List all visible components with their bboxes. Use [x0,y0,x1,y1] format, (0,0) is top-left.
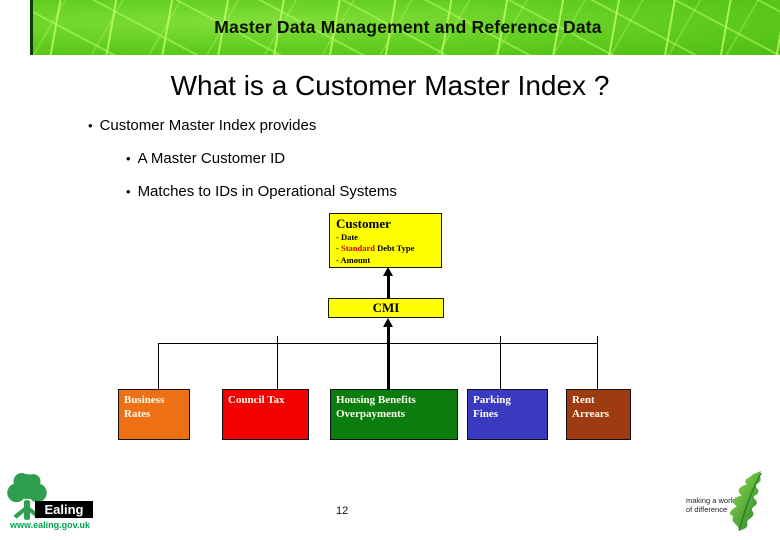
ealing-logo: Ealing www.ealing.gov.uk [6,472,121,536]
customer-box: Customer - Date - Standard Debt Type - A… [329,213,442,268]
bullet-icon: • [88,118,93,133]
bullet-level2: • A Master Customer ID [126,150,285,167]
system-box-parking-fines: Parking Fines [467,389,548,440]
bullet-text: Customer Master Index provides [99,117,317,134]
bullet-icon: • [126,184,131,199]
system-box-label: Housing Benefits Overpayments [336,394,416,421]
bullet-icon: • [126,151,131,166]
bullet-text: A Master Customer ID [137,150,286,167]
page-number: 12 [336,505,349,517]
system-box-council-tax: Council Tax [222,389,309,440]
customer-attr-debt-type: - Standard Debt Type [336,243,415,254]
bullet-level1: • Customer Master Index provides [88,117,316,134]
bullet-text: Matches to IDs in Operational Systems [137,183,397,200]
connector-systems-to-cmi [387,326,390,389]
header-title: Master Data Management and Reference Dat… [214,17,602,37]
highlighted-word: Standard [340,243,375,254]
connector-parking-fines [500,336,501,389]
system-box-label: Council Tax [228,394,285,406]
system-box-label: Business Rates [124,394,165,421]
connector-cmi-to-customer [387,275,390,299]
oak-leaf-icon [730,470,762,531]
tree-icon [7,473,47,520]
connector-business-rates [158,343,159,389]
tagline-text: making a world of difference [686,496,737,515]
ealing-url: www.ealing.gov.uk [10,520,91,530]
bullet-level2: • Matches to IDs in Operational Systems [126,183,397,200]
header-banner: Master Data Management and Reference Dat… [30,0,780,55]
customer-box-title: Customer [336,216,391,231]
arrowhead-into-cmi [383,318,393,327]
system-box-label: Parking Fines [473,394,511,421]
arrowhead-into-customer [383,267,393,276]
connector-council-tax [277,336,278,389]
customer-attr-amount: - Amount [336,254,371,265]
connector-rent-arrears [597,336,598,389]
system-box-label: Rent Arrears [572,394,610,421]
system-box-business-rates: Business Rates [118,389,190,440]
ealing-wordmark: Ealing [35,501,93,518]
cmi-box: CMI [328,298,444,318]
connector-horizontal-bus [158,343,598,344]
system-box-housing-benefits: Housing Benefits Overpayments [330,389,458,440]
customer-attr-date: - Date [336,231,358,242]
page-title: What is a Customer Master Index ? [170,70,610,101]
system-box-rent-arrears: Rent Arrears [566,389,631,440]
